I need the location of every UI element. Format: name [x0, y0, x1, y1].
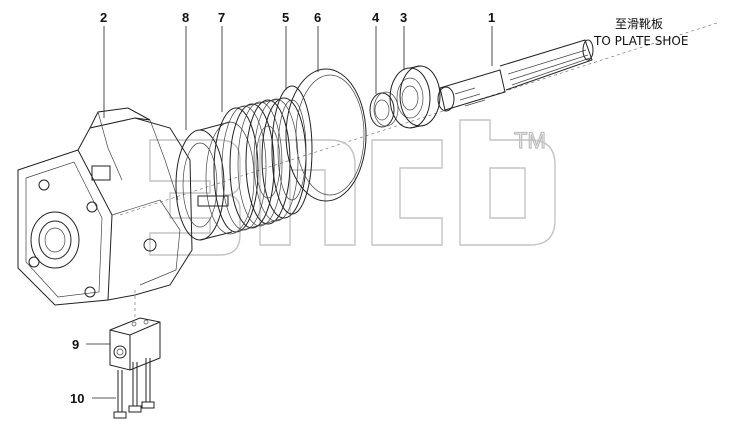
note-english: TO PLATE SHOE: [593, 34, 688, 48]
watermark-tm: TM: [514, 128, 546, 153]
callout-9: 9: [72, 337, 79, 352]
leader-lines: [86, 26, 493, 399]
part-7-disc-stack: [213, 97, 307, 233]
callout-7: 7: [218, 10, 225, 25]
callout-5: 5: [282, 10, 289, 25]
part-2-housing: [17, 107, 193, 306]
callout-4: 4: [372, 10, 380, 25]
part-1-shaft: [437, 39, 594, 112]
part-4-spacer: [369, 91, 399, 128]
callout-10: 10: [70, 391, 84, 406]
callout-3: 3: [400, 10, 407, 25]
note-chinese: 至滑靴板: [615, 17, 663, 31]
part-10-bolts: [113, 358, 155, 419]
callout-8: 8: [182, 10, 189, 25]
part-6-disc: [285, 68, 367, 202]
part-5-ring: [271, 85, 313, 215]
part-8-spring-pack: [175, 121, 255, 241]
callout-2: 2: [100, 10, 107, 25]
callout-6: 6: [314, 10, 321, 25]
callout-1: 1: [488, 10, 495, 25]
part-3-bearing: [389, 65, 441, 129]
part-9-valve-block: [109, 317, 161, 371]
